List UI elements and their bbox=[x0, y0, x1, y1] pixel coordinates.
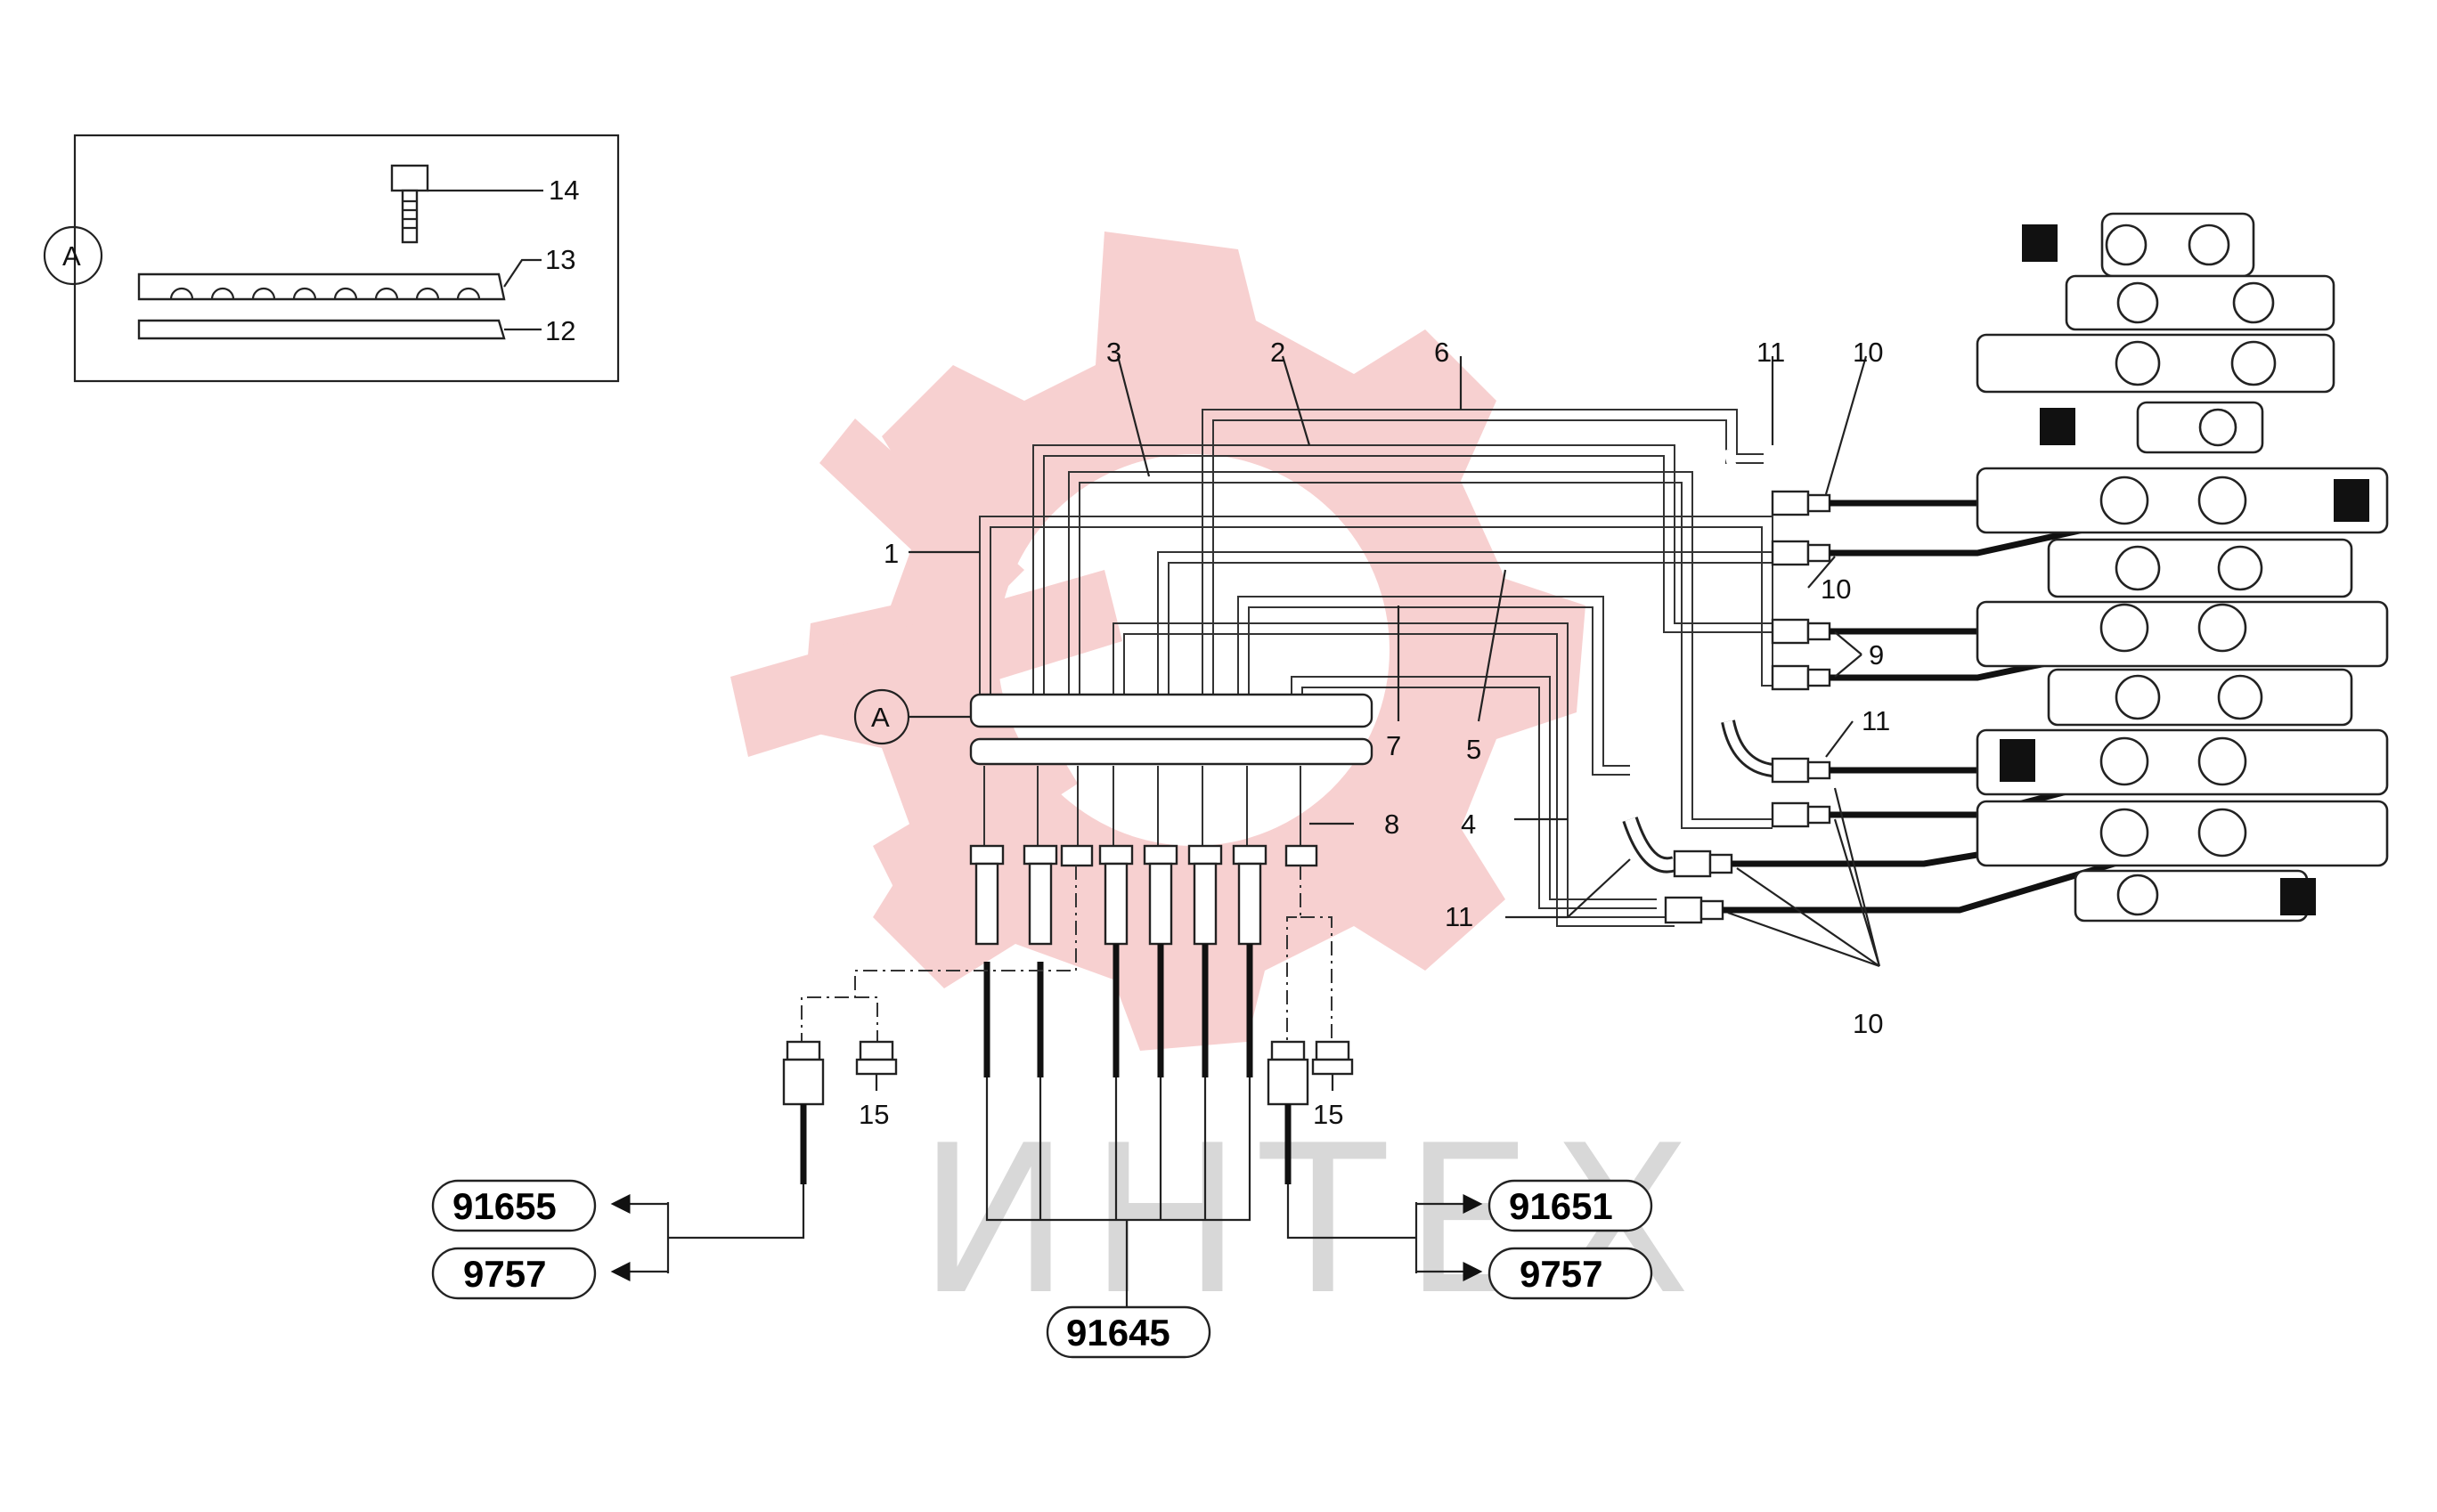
control-valve-block bbox=[1976, 212, 2389, 923]
ref-91655: 91655 bbox=[452, 1185, 557, 1227]
callout-11b: 11 bbox=[1862, 705, 1890, 736]
ref-9757-right: 9757 bbox=[1520, 1253, 1602, 1295]
callout-3: 3 bbox=[1106, 337, 1121, 368]
callout-15a: 15 bbox=[859, 1099, 889, 1130]
ref-91651: 91651 bbox=[1509, 1185, 1613, 1227]
optional-dashed bbox=[782, 866, 1354, 1106]
callout-14: 14 bbox=[549, 175, 579, 206]
lower-fittings bbox=[969, 844, 1318, 946]
callout-leaders bbox=[909, 355, 1881, 968]
lower-hoses bbox=[983, 944, 1253, 1077]
callout-11a: 11 bbox=[1756, 337, 1785, 368]
collector-lines bbox=[985, 1077, 1251, 1309]
callout-15b: 15 bbox=[1313, 1099, 1343, 1130]
callout-10b: 10 bbox=[1821, 573, 1851, 605]
vertical-pipes bbox=[983, 766, 1301, 846]
callout-6: 6 bbox=[1434, 337, 1449, 368]
callout-8: 8 bbox=[1384, 809, 1399, 840]
callout-9: 9 bbox=[1869, 639, 1884, 671]
ref-91645: 91645 bbox=[1066, 1312, 1170, 1353]
ref-9757-left: 9757 bbox=[463, 1253, 546, 1295]
callout-10a: 10 bbox=[1853, 337, 1883, 368]
bracket-label: A bbox=[871, 702, 890, 733]
callout-13: 13 bbox=[545, 244, 575, 275]
valve-fittings bbox=[1622, 449, 1831, 924]
callout-2: 2 bbox=[1270, 337, 1285, 368]
detail-view-a: A 14 13 12 bbox=[43, 134, 620, 383]
detail-circle-label: A bbox=[62, 240, 81, 272]
callout-numbers: 1 2 3 4 5 6 7 8 9 10 10 10 11 11 11 15 1… bbox=[859, 337, 1890, 1130]
callout-4: 4 bbox=[1461, 809, 1476, 840]
callout-5: 5 bbox=[1466, 734, 1481, 765]
callout-7: 7 bbox=[1386, 730, 1401, 761]
tube-clamp: A bbox=[853, 688, 1373, 766]
reference-labels: 91655 9757 91645 91651 9757 bbox=[431, 1179, 1653, 1359]
callout-11c: 11 bbox=[1445, 901, 1473, 932]
tube-bundle bbox=[979, 409, 1790, 927]
callout-12: 12 bbox=[545, 315, 575, 346]
callout-1: 1 bbox=[884, 538, 899, 569]
side-hoses bbox=[610, 1104, 1483, 1281]
callout-10c: 10 bbox=[1853, 1008, 1883, 1039]
